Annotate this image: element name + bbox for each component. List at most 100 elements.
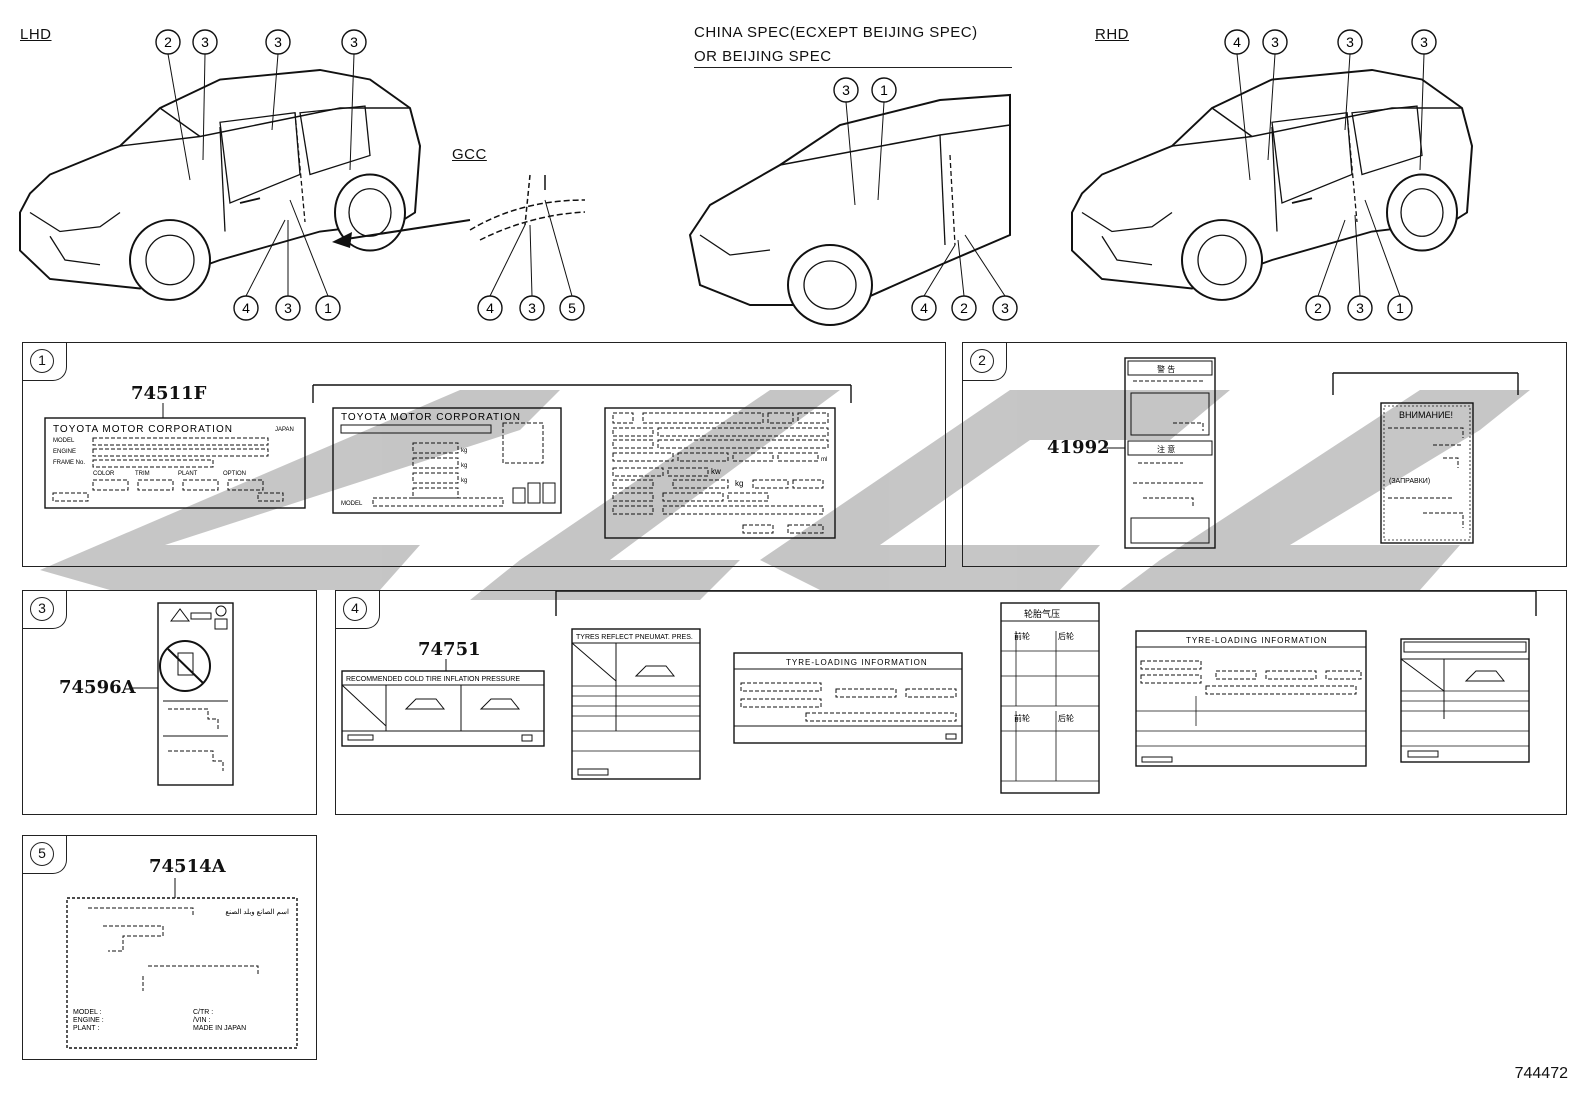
reference-code: 744472 <box>1514 1065 1568 1082</box>
svg-text:4: 4 <box>920 300 928 316</box>
svg-text:TOYOTA MOTOR CORPORATION: TOYOTA MOTOR CORPORATION <box>341 412 521 423</box>
part-number-74511F: 74511F <box>131 383 207 404</box>
callout-rhd-bottom-2: 1 <box>1387 295 1413 321</box>
svg-text:COLOR: COLOR <box>93 471 115 477</box>
gcc-label: GCC <box>452 146 487 163</box>
svg-text:前轮: 前轮 <box>1014 713 1030 723</box>
svg-text:kg: kg <box>735 479 743 488</box>
callout-lhd-bottom-1: 3 <box>275 295 301 321</box>
svg-text:1: 1 <box>880 82 888 98</box>
panel-1: 1 74511F TOYOTA MOTOR CORPORATION JAPAN … <box>22 342 946 567</box>
svg-text:3: 3 <box>201 34 209 50</box>
svg-text:2: 2 <box>1314 300 1322 316</box>
panel-4-tab: 4 <box>336 591 380 629</box>
svg-text:TYRE-LOADING INFORMATION: TYRE-LOADING INFORMATION <box>1186 636 1328 645</box>
svg-text:3: 3 <box>350 34 358 50</box>
part-number-41992: 41992 <box>1047 437 1110 458</box>
panel-5: 5 74514A اسم الصانع وبلد الصنع MODEL : E… <box>22 835 317 1060</box>
svg-text:3: 3 <box>1001 300 1009 316</box>
rhd-label: RHD <box>1095 26 1129 43</box>
callout-china-top-0: 3 <box>833 77 859 103</box>
svg-text:kg: kg <box>461 478 467 484</box>
svg-text:3: 3 <box>1346 34 1354 50</box>
callout-gcc-bottom-0: 4 <box>477 295 503 321</box>
callout-rhd-top-3: 3 <box>1411 29 1437 55</box>
panel-4: 4 74751 RECOMMENDED COLD TIRE INFLATION … <box>335 590 1567 815</box>
part-number-74751: 74751 <box>418 639 481 660</box>
svg-text:1: 1 <box>324 300 332 316</box>
svg-text:3: 3 <box>1271 34 1279 50</box>
svg-text:5: 5 <box>568 300 576 316</box>
panel-4-labels: RECOMMENDED COLD TIRE INFLATION PRESSURE… <box>341 591 1537 794</box>
panel-5-labels: اسم الصانع وبلد الصنع MODEL : ENGINE : P… <box>66 878 298 1049</box>
svg-text:3: 3 <box>1356 300 1364 316</box>
svg-text:后轮: 后轮 <box>1058 713 1074 723</box>
russian-warning: ВНИМАНИЕ! <box>1399 410 1453 420</box>
svg-text:3: 3 <box>1420 34 1428 50</box>
svg-text:MADE IN JAPAN: MADE IN JAPAN <box>193 1025 246 1032</box>
svg-text:1: 1 <box>1396 300 1404 316</box>
svg-text:TRIM: TRIM <box>135 471 150 477</box>
panel-1-labels: TOYOTA MOTOR CORPORATION JAPAN MODEL ENG… <box>44 384 852 539</box>
svg-text:kg: kg <box>461 448 467 454</box>
svg-text:4: 4 <box>486 300 494 316</box>
svg-text:JAPAN: JAPAN <box>275 427 294 433</box>
panel-5-tab: 5 <box>23 836 67 874</box>
callout-rhd-top-2: 3 <box>1337 29 1363 55</box>
svg-text:TYRE-LOADING INFORMATION: TYRE-LOADING INFORMATION <box>786 658 928 667</box>
svg-text:MODEL :: MODEL : <box>73 1009 102 1016</box>
svg-text:MODEL: MODEL <box>53 438 75 444</box>
svg-text:4: 4 <box>242 300 250 316</box>
panel-3-labels <box>131 602 234 786</box>
part-number-74514A: 74514A <box>149 856 226 877</box>
panel-1-tab: 1 <box>23 343 67 381</box>
svg-text:ENGINE: ENGINE <box>53 449 76 455</box>
svg-text:(ЗАПРАВКИ): (ЗАПРАВКИ) <box>1389 478 1430 485</box>
svg-text:3: 3 <box>528 300 536 316</box>
svg-text:注 意: 注 意 <box>1157 444 1175 454</box>
callout-lhd-top-2: 3 <box>265 29 291 55</box>
panel-2-tab: 2 <box>963 343 1007 381</box>
svg-text:FRAME No.: FRAME No. <box>53 460 85 466</box>
svg-text:TYRES REFLECT PNEUMAT. PRES.: TYRES REFLECT PNEUMAT. PRES. <box>576 634 693 641</box>
svg-text:C/TR :: C/TR : <box>193 1009 213 1016</box>
panel-3: 3 74596A <box>22 590 317 815</box>
callout-lhd-top-0: 2 <box>155 29 181 55</box>
arabic-text: اسم الصانع وبلد الصنع <box>225 908 289 916</box>
svg-text:2: 2 <box>960 300 968 316</box>
svg-text:OPTION: OPTION <box>223 471 246 477</box>
callout-lhd-top-3: 3 <box>341 29 367 55</box>
svg-text:RECOMMENDED COLD TIRE INFLATIO: RECOMMENDED COLD TIRE INFLATION PRESSURE <box>346 676 520 683</box>
lhd-label: LHD <box>20 26 52 43</box>
svg-text:4: 4 <box>1233 34 1241 50</box>
callout-lhd-bottom-0: 4 <box>233 295 259 321</box>
svg-text:ENGINE :: ENGINE : <box>73 1017 104 1024</box>
panel-3-tab: 3 <box>23 591 67 629</box>
svg-text:后轮: 后轮 <box>1058 631 1074 641</box>
svg-text:3: 3 <box>842 82 850 98</box>
callout-rhd-bottom-0: 2 <box>1305 295 1331 321</box>
svg-text:ml: ml <box>821 457 827 463</box>
svg-text:/VIN :: /VIN : <box>193 1017 211 1024</box>
svg-text:2: 2 <box>164 34 172 50</box>
callout-rhd-top-1: 3 <box>1262 29 1288 55</box>
part-number-74596A: 74596A <box>59 677 136 698</box>
beijing-spec-label: OR BEIJING SPEC <box>694 48 1012 68</box>
svg-text:3: 3 <box>274 34 282 50</box>
toyota-text: TOYOTA MOTOR CORPORATION <box>53 424 233 435</box>
svg-text:前轮: 前轮 <box>1014 631 1030 641</box>
callout-lhd-bottom-2: 1 <box>315 295 341 321</box>
callout-gcc-bottom-1: 3 <box>519 295 545 321</box>
panel-2: 2 41992 警 告 注 意 ВНИМАНИЕ! (ЗАПРАВКИ) <box>962 342 1567 567</box>
svg-text:kg: kg <box>461 463 467 469</box>
callout-rhd-top-0: 4 <box>1224 29 1250 55</box>
svg-text:3: 3 <box>284 300 292 316</box>
callout-china-bottom-1: 2 <box>951 295 977 321</box>
callout-china-top-1: 1 <box>871 77 897 103</box>
callout-china-bottom-2: 3 <box>992 295 1018 321</box>
panel-2-labels: 警 告 注 意 ВНИМАНИЕ! (ЗАПРАВКИ) <box>1103 357 1519 549</box>
callout-gcc-bottom-2: 5 <box>559 295 585 321</box>
svg-text:轮胎气压: 轮胎气压 <box>1024 608 1060 619</box>
svg-text:PLANT: PLANT <box>178 471 198 477</box>
svg-text:kw: kw <box>711 467 721 476</box>
